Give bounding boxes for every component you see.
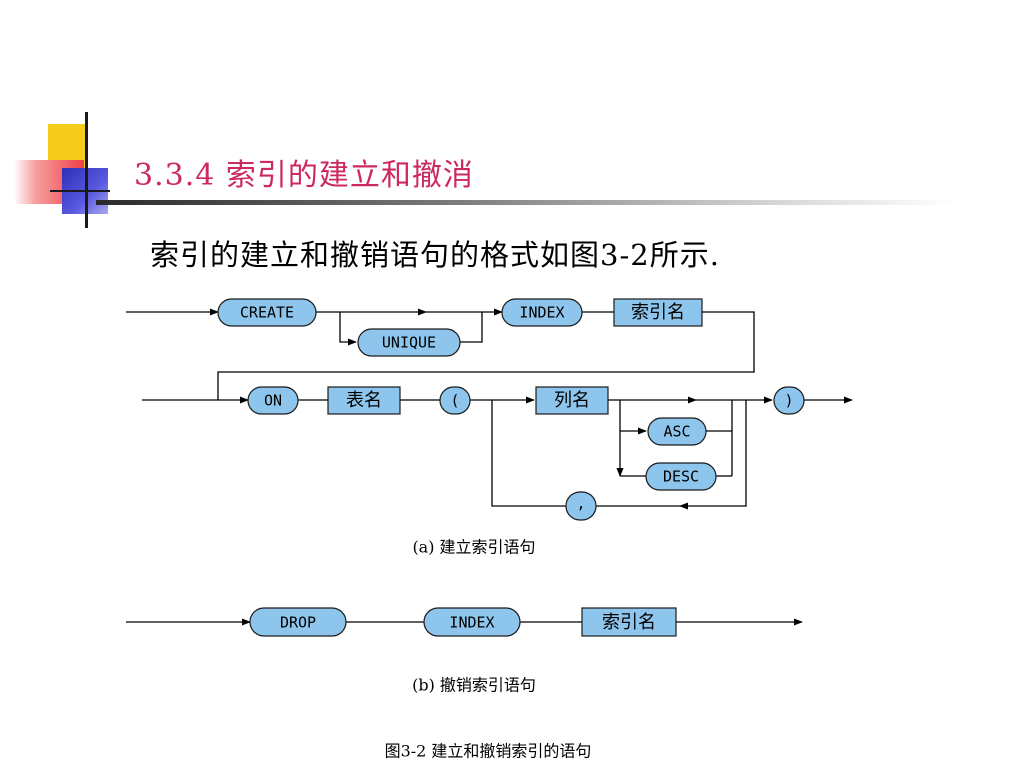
column-name-box (535, 386, 609, 415)
figure-caption: 图3-2 建立和撤销索引的语句 (385, 742, 592, 761)
drop-index-keyword (423, 607, 521, 637)
column-name-label: 列名 (554, 390, 590, 411)
asc-keyword-label: ASC (663, 423, 690, 441)
drop-keyword-label: DROP (280, 614, 316, 632)
unique-keyword-label: UNIQUE (382, 334, 436, 352)
comma-node (565, 491, 597, 521)
drop-syntax-row: DROP INDEX 索引名 (126, 607, 803, 637)
caption-b: (b) 撤销索引语句 (412, 676, 536, 695)
index-name-box (613, 298, 703, 327)
comma-label: , (576, 495, 585, 513)
create-keyword-label: CREATE (240, 304, 294, 322)
slide-subtitle: 索引的建立和撤销语句的格式如图3-2所示. (150, 238, 720, 272)
index-name-label: 索引名 (631, 302, 685, 323)
wrap-line (217, 311, 755, 400)
title-underline (96, 200, 956, 205)
deco-horizontal-line (50, 190, 110, 192)
on-keyword (247, 386, 299, 415)
slide-title: 3.3.4 索引的建立和撤消 (134, 158, 474, 193)
close-paren-label: ) (784, 392, 793, 410)
close-paren-node (773, 386, 805, 415)
unique-branch-line (339, 312, 357, 346)
index-keyword (501, 298, 583, 327)
open-paren-label: ( (450, 392, 459, 410)
drop-index-name-label: 索引名 (602, 612, 656, 633)
desc-keyword-label: DESC (663, 468, 699, 486)
desc-keyword (645, 462, 717, 491)
drop-index-keyword-label: INDEX (449, 614, 494, 632)
asc-keyword (647, 417, 707, 446)
caption-a: (a) 建立索引语句 (412, 538, 535, 557)
deco-vertical-line (85, 112, 88, 228)
create-syntax-row2: ON 表名 ( 列名 ASC DESC ) , (142, 386, 853, 521)
table-name-label: 表名 (346, 390, 382, 411)
create-syntax-row1: CREATE UNIQUE INDEX 索引名 (126, 298, 755, 400)
index-keyword-label: INDEX (519, 304, 564, 322)
create-keyword (217, 298, 317, 327)
on-keyword-label: ON (264, 392, 282, 410)
loop-back-arrow (679, 400, 747, 510)
drop-index-name-box (581, 607, 677, 637)
drop-keyword (249, 607, 347, 637)
table-name-box (327, 386, 401, 415)
unique-return-line (460, 312, 483, 343)
open-paren-node (439, 386, 471, 415)
unique-keyword (357, 328, 461, 357)
loop-return-line (491, 400, 566, 507)
